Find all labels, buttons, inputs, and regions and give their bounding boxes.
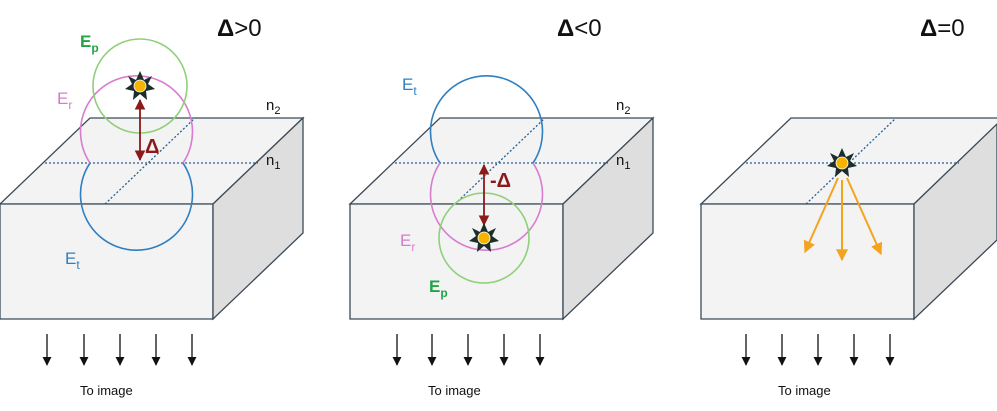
delta-label: -Δ [490,170,511,192]
reflected-lobe [429,162,544,251]
panel-delta-zero: Δ=0 To image [699,15,997,398]
emitter-icon [469,223,499,252]
label-n2: n2 [616,97,630,117]
panel-delta-negative: Δ<0 -Δ Et Er Ep n2 n1 To image [348,15,655,398]
emission-rays [803,177,883,262]
box-side-face [913,123,997,321]
delta-label: Δ [145,136,159,158]
panel-delta-positive: Δ>0 Δ Ep Er Et n2 n1 [0,15,305,398]
to-image-caption: To image [80,383,133,398]
to-image-caption: To image [778,383,831,398]
emitter-icon [125,71,155,100]
to-image-arrows [42,334,197,366]
label-er: Er [57,89,72,112]
label-et: Et [65,249,80,272]
transmitted-lobe [79,162,194,251]
label-n2: n2 [266,97,280,117]
transmitted-lobe [429,75,544,164]
interface-diagonal [454,117,546,205]
panel-title: Δ<0 [557,15,602,42]
to-image-caption: To image [428,383,481,398]
label-et: Et [402,75,417,98]
interface-diagonal [104,117,196,205]
to-image-arrows [392,334,545,366]
panel-title: Δ>0 [217,15,262,42]
box-front-face [0,203,214,320]
box-front-face [700,203,915,320]
label-n1: n1 [266,152,280,172]
label-ep: Ep [80,32,99,55]
label-n1: n1 [616,152,630,172]
to-image-arrows [741,334,895,366]
emitter-icon [827,148,857,177]
label-er: Er [400,231,415,254]
substrate-box [699,117,997,321]
label-ep: Ep [429,277,448,300]
panel-title: Δ=0 [920,15,965,42]
interface-diagonal [805,117,897,205]
box-front-face [349,203,564,320]
substrate-box [348,116,655,321]
box-side-face [562,116,654,321]
reflected-lobe [79,75,194,164]
substrate-box [0,116,305,321]
box-side-face [212,116,304,321]
